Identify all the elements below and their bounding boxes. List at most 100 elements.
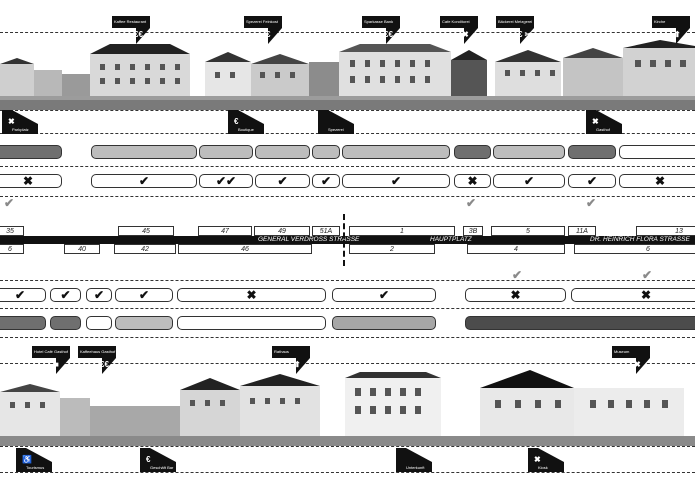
poi-flag-symbol: € bbox=[146, 455, 151, 464]
bottom-street-panorama bbox=[0, 370, 695, 446]
cross-mark: ✖ bbox=[654, 174, 666, 188]
poi-flag-symbol: ♿ bbox=[22, 455, 32, 464]
house-number: 4 bbox=[467, 244, 565, 254]
poi-flag-marker: ✖Parkplatz bbox=[2, 110, 40, 138]
ground-floor-use-bar bbox=[454, 145, 491, 159]
check-mark: ✔ bbox=[14, 288, 26, 302]
ground-floor-use-bar bbox=[115, 316, 173, 330]
poi-flag-marker: €€Kaffee Restaurant bbox=[112, 16, 150, 44]
status-pill: ✖ bbox=[619, 174, 695, 188]
ground-floor-use-bar bbox=[619, 145, 695, 159]
ground-floor-use-bar bbox=[86, 316, 112, 330]
house-number: 40 bbox=[64, 244, 100, 254]
guide-line bbox=[0, 472, 695, 473]
status-pill: ✔ bbox=[332, 288, 436, 302]
status-pill: ✔ bbox=[0, 288, 46, 302]
status-pill: ✔ bbox=[312, 174, 340, 188]
poi-flag-symbol: ✖ bbox=[634, 360, 641, 369]
poi-flag-marker: ⬆Kirche bbox=[652, 16, 690, 44]
poi-flag-label: Boutique bbox=[238, 127, 254, 132]
status-pill: ✔ bbox=[255, 174, 310, 188]
check-mark: ✔ bbox=[320, 174, 332, 188]
poi-flag-symbol: ⬆ bbox=[294, 360, 301, 369]
house-number: 47 bbox=[198, 226, 252, 236]
check-mark: ✔ bbox=[215, 174, 226, 188]
guide-line bbox=[0, 308, 695, 309]
status-pill: ✔ bbox=[568, 174, 616, 188]
cross-mark: ✖ bbox=[467, 174, 478, 188]
poi-flag-marker: € ✂Bäckerei Metzgerei bbox=[496, 16, 534, 44]
check-mark: ✔ bbox=[138, 288, 150, 302]
gray-check-mark: ✔ bbox=[4, 196, 15, 210]
ground-floor-use-bar bbox=[255, 145, 310, 159]
house-number: 2 bbox=[349, 244, 435, 254]
poi-flag-marker: €Boutique bbox=[228, 110, 266, 138]
check-mark: ✔ bbox=[138, 174, 150, 188]
check-mark: ✔ bbox=[390, 174, 402, 188]
poi-flag-symbol: ✖ bbox=[592, 117, 599, 126]
guide-line bbox=[0, 446, 695, 447]
house-number: 46 bbox=[178, 244, 312, 254]
poi-flag-symbol: € bbox=[234, 117, 239, 126]
street-axis bbox=[0, 236, 695, 244]
ground-floor-use-bar bbox=[0, 145, 62, 159]
house-number: 51A bbox=[312, 226, 340, 236]
house-number: 45 bbox=[118, 226, 174, 236]
house-number: 11A bbox=[568, 226, 596, 236]
house-number: 1 bbox=[349, 226, 455, 236]
ground-floor-use-bar bbox=[465, 316, 695, 330]
poi-flag-label: Geschäft Bar bbox=[150, 465, 174, 470]
street-name: HAUPTPLATZ bbox=[430, 236, 472, 243]
poi-flag-label: Spezerei bbox=[328, 127, 344, 132]
ground-floor-use-bar bbox=[177, 316, 326, 330]
guide-line bbox=[0, 32, 695, 33]
house-number: 49 bbox=[254, 226, 310, 236]
cross-mark: ✖ bbox=[510, 288, 521, 302]
check-mark: ✔ bbox=[60, 288, 71, 302]
poi-flag-marker: € Spezerei Feinkost bbox=[244, 16, 282, 44]
poi-flag-symbol: ✖ bbox=[534, 455, 541, 464]
guide-line bbox=[0, 166, 695, 167]
poi-flag-label: Hotel Café Gasthof bbox=[34, 349, 69, 354]
ground-floor-use-bar bbox=[0, 316, 46, 330]
poi-flag-symbol: ✖ bbox=[8, 117, 15, 126]
ground-floor-use-bar bbox=[199, 145, 253, 159]
poi-flag-label: Cafe Konditorei bbox=[442, 19, 470, 24]
status-pill: ✖ bbox=[0, 174, 62, 188]
poi-flag-marker: ⬆Rathaus bbox=[272, 346, 310, 374]
poi-flag-symbol: € ✂ bbox=[518, 30, 532, 39]
guide-line bbox=[0, 280, 695, 281]
poi-flag-label: Kaffee Restaurant bbox=[114, 19, 147, 24]
poi-flag-symbol: € bbox=[266, 30, 271, 39]
status-pill: ✖ bbox=[465, 288, 566, 302]
poi-flag-label: Kiosk bbox=[538, 465, 548, 470]
status-pill: ✔ bbox=[115, 288, 173, 302]
poi-flag-symbol: ✖ bbox=[462, 30, 469, 39]
gray-check-mark: ✔ bbox=[642, 268, 653, 282]
poi-flag-symbol: €€ bbox=[384, 30, 393, 39]
poi-flag-marker: ✖Kiosk bbox=[528, 448, 566, 476]
house-number: 35 bbox=[0, 226, 24, 236]
status-pill: ✔ bbox=[91, 174, 197, 188]
poi-flag-marker: Spezerei bbox=[318, 110, 356, 138]
poi-flag-symbol: ■ bbox=[54, 360, 59, 369]
poi-flag-label: Kaffeehaus Gasthof bbox=[80, 349, 116, 354]
poi-flag-marker: Unterkunft bbox=[396, 448, 434, 476]
check-mark: ✔ bbox=[586, 174, 598, 188]
check-mark: ✔ bbox=[277, 174, 288, 188]
house-number: 5 bbox=[491, 226, 565, 236]
poi-flag-label: Kirche bbox=[654, 19, 666, 24]
poi-flag-label: Spezerei Feinkost bbox=[246, 19, 279, 24]
poi-flag-label: Sparkasse Bank bbox=[364, 19, 394, 24]
guide-line bbox=[0, 196, 695, 197]
poi-flag-marker: ♿Tourismus bbox=[16, 448, 54, 476]
ground-floor-use-bar bbox=[312, 145, 340, 159]
ground-floor-use-bar bbox=[568, 145, 616, 159]
guide-line bbox=[0, 110, 695, 111]
guide-line bbox=[0, 363, 695, 364]
square-divider bbox=[343, 214, 345, 266]
status-pill: ✔ bbox=[86, 288, 112, 302]
house-number: 3B bbox=[463, 226, 483, 236]
status-pill: ✖ bbox=[177, 288, 326, 302]
ground-floor-use-bar bbox=[493, 145, 565, 159]
